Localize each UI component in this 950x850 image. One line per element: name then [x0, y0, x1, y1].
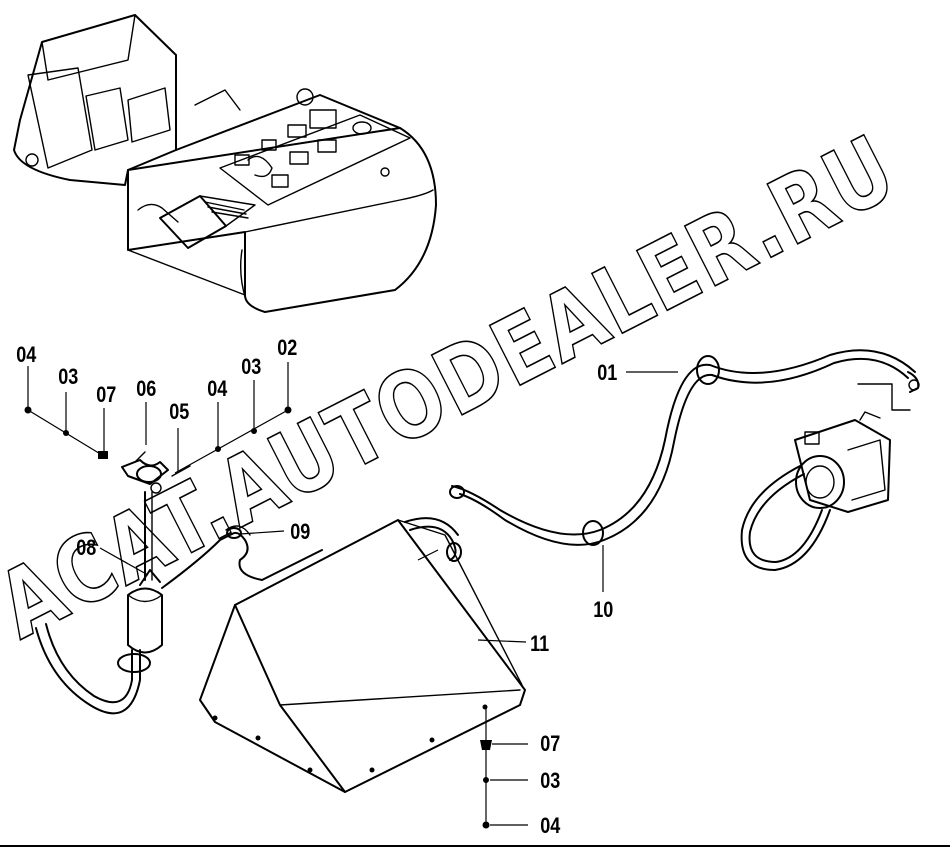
fastener-stack-left	[24, 406, 292, 494]
callout-02: 02	[277, 336, 297, 360]
callout-07-bottom: 07	[540, 732, 560, 756]
leader-lines	[27, 362, 678, 643]
callout-10: 10	[593, 598, 613, 622]
compressor	[740, 383, 911, 571]
callout-06: 06	[136, 377, 156, 401]
callout-01: 01	[597, 361, 617, 385]
callout-08: 08	[76, 536, 96, 560]
callout-03-top-left: 03	[58, 365, 78, 389]
callout-03-top-middle: 03	[241, 355, 261, 379]
condenser-cover	[199, 517, 526, 793]
callout-04-bottom: 04	[540, 814, 561, 838]
ac-hose	[449, 349, 920, 546]
callout-04-top-left: 04	[16, 343, 37, 367]
fastener-stack-right	[480, 706, 528, 829]
callout-04-top-middle: 04	[207, 377, 228, 401]
callout-09: 09	[290, 520, 310, 544]
callout-11: 11	[530, 632, 549, 656]
callout-03-bottom: 03	[540, 769, 560, 793]
receiver-drier	[35, 491, 323, 715]
callout-05: 05	[169, 400, 189, 424]
excavator-upper-structure	[13, 14, 437, 313]
callout-labels: 04 03 07 06 05 04 03 02 01 08 09 10 11 0…	[16, 336, 617, 838]
callout-07-top-left: 07	[96, 383, 116, 407]
